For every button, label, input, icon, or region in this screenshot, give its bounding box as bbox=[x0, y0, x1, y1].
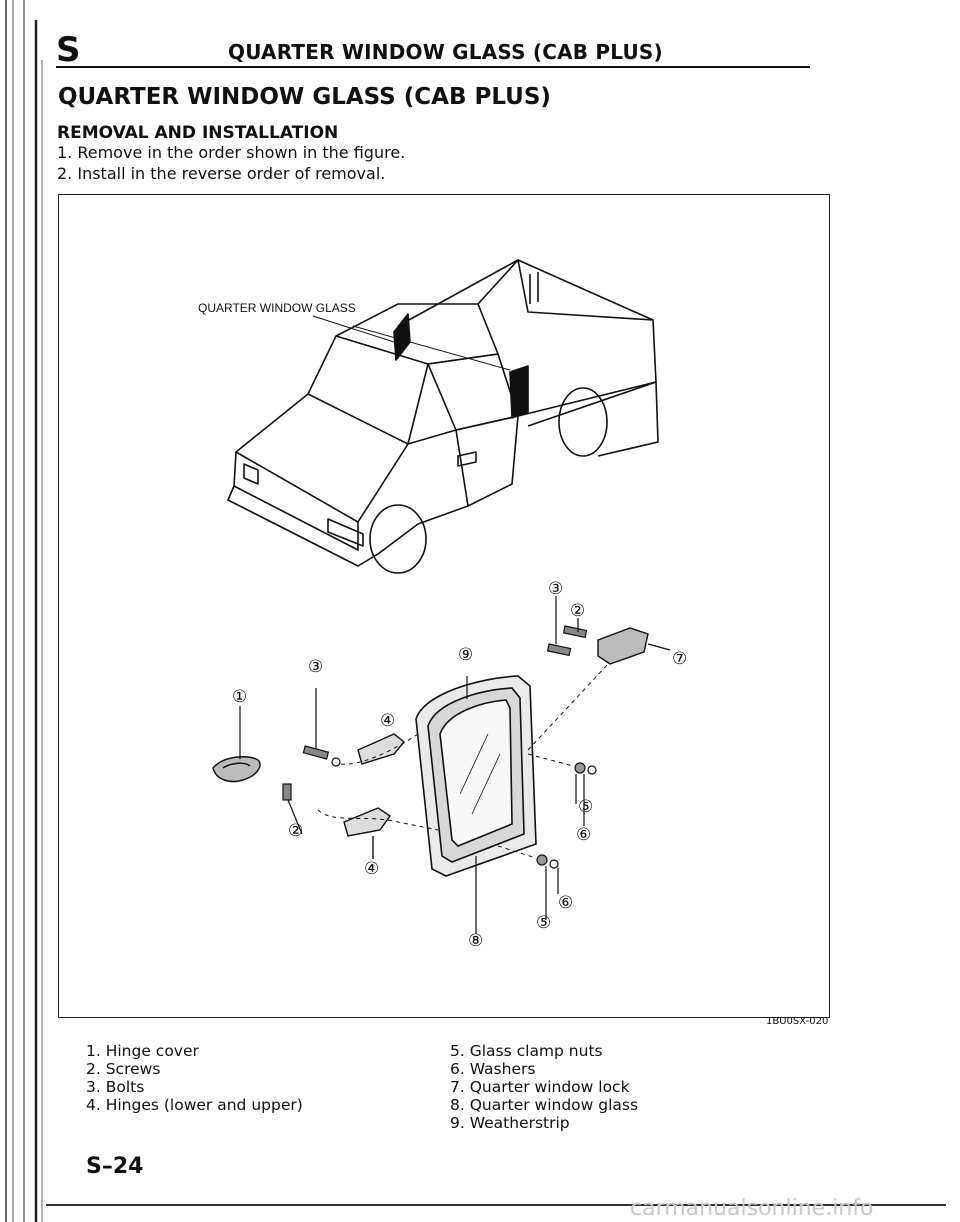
hinge-cover-part bbox=[212, 706, 261, 783]
legend-item-4: 4. Hinges (lower and upper) bbox=[86, 1096, 303, 1114]
part-number-8: ⑧ bbox=[468, 931, 483, 951]
bolts-screws-part bbox=[282, 596, 588, 835]
page-title: QUARTER WINDOW GLASS (CAB PLUS) bbox=[58, 84, 551, 110]
legend-item-6: 6. Washers bbox=[450, 1060, 536, 1078]
part-number-9: ⑨ bbox=[458, 645, 473, 665]
quarter-window-glass-part bbox=[415, 675, 537, 934]
legend-item-8: 8. Quarter window glass bbox=[450, 1096, 639, 1114]
binding-edge bbox=[5, 0, 43, 1222]
assembly-lines bbox=[317, 663, 609, 859]
part-number-3-left: ③ bbox=[308, 657, 323, 677]
legend-item-7: 7. Quarter window lock bbox=[450, 1078, 630, 1096]
figure-frame bbox=[58, 194, 830, 1018]
part-number-2-left: ② bbox=[288, 821, 303, 841]
part-number-2-right: ② bbox=[570, 601, 585, 621]
part-number-5-upper: ⑤ bbox=[578, 797, 593, 817]
instruction-step-2: 2. Install in the reverse order of remov… bbox=[57, 164, 386, 183]
hinges-part bbox=[343, 733, 405, 859]
legend-item-2: 2. Screws bbox=[86, 1060, 161, 1078]
callout-quarter-window-glass: QUARTER WINDOW GLASS bbox=[198, 301, 356, 315]
part-number-7: ⑦ bbox=[672, 649, 687, 669]
nuts-washers-part bbox=[536, 762, 597, 920]
running-header: S QUARTER WINDOW GLASS (CAB PLUS) bbox=[56, 26, 810, 70]
legend-left: 1. Hinge cover 2. Screws 3. Bolts 4. Hin… bbox=[86, 1042, 303, 1114]
page-number: S–24 bbox=[86, 1154, 144, 1179]
legend-item-3: 3. Bolts bbox=[86, 1078, 145, 1096]
legend-right: 5. Glass clamp nuts 6. Washers 7. Quarte… bbox=[450, 1042, 638, 1132]
header-rule bbox=[56, 66, 810, 68]
part-number-3-right: ③ bbox=[548, 579, 563, 599]
exploded-view-figure: QUARTER WINDOW GLASS bbox=[198, 259, 687, 951]
quarter-window-lock-part bbox=[597, 627, 671, 665]
part-number-6-upper: ⑥ bbox=[576, 825, 591, 845]
part-number-4-lower: ④ bbox=[364, 859, 379, 879]
legend-item-5: 5. Glass clamp nuts bbox=[450, 1042, 603, 1060]
figure-code: 1BU0SX-020 bbox=[766, 1016, 829, 1027]
watermark-text: carmanualsonline.info bbox=[630, 1196, 874, 1221]
part-number-labels: ① ② ② ③ ③ ④ ④ ⑤ ⑤ ⑥ ⑥ ⑦ ⑧ ⑨ bbox=[232, 579, 687, 951]
part-number-4-upper: ④ bbox=[380, 711, 395, 731]
instruction-step-1: 1. Remove in the order shown in the figu… bbox=[57, 143, 406, 162]
section-heading: REMOVAL AND INSTALLATION bbox=[57, 123, 339, 143]
truck-illustration bbox=[227, 259, 659, 574]
section-letter: S bbox=[56, 30, 81, 70]
header-title: QUARTER WINDOW GLASS (CAB PLUS) bbox=[228, 40, 663, 64]
part-number-1: ① bbox=[232, 687, 247, 707]
legend-item-9: 9. Weatherstrip bbox=[450, 1114, 570, 1132]
part-number-6-lower: ⑥ bbox=[558, 893, 573, 913]
legend-item-1: 1. Hinge cover bbox=[86, 1042, 199, 1060]
bottom-rule bbox=[46, 1204, 946, 1206]
part-number-5-lower: ⑤ bbox=[536, 913, 551, 933]
